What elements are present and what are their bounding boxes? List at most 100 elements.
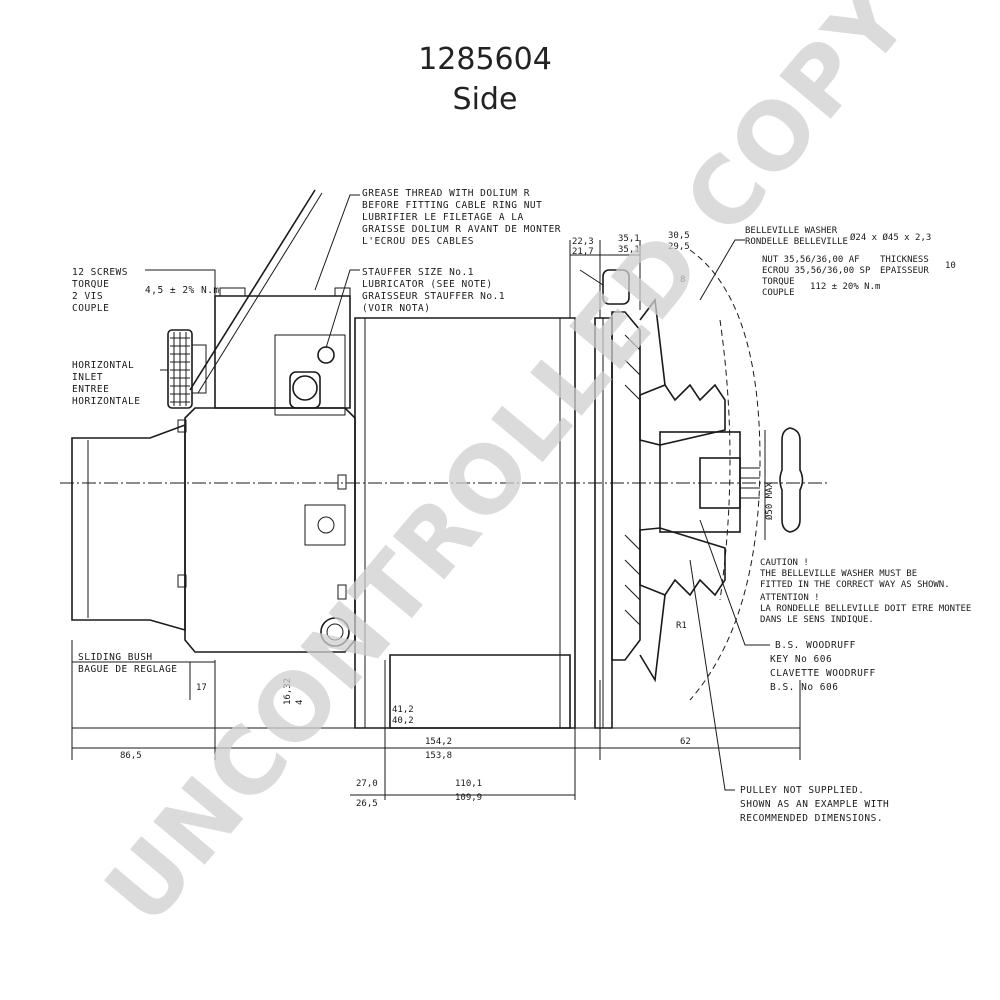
dim-value: Ø50 MAX <box>764 481 775 520</box>
note-grease: BEFORE FITTING CABLE RING NUT <box>362 200 542 211</box>
bottom-foot <box>389 654 571 729</box>
dim-value: 27,0 <box>356 779 378 789</box>
dim-value: 17 <box>196 683 207 693</box>
leader-pulley <box>689 559 735 791</box>
sliding-bush <box>320 617 350 647</box>
note-woodruff: B.S. WOODRUFF <box>775 640 856 651</box>
note-washer: RONDELLE BELLEVILLE <box>745 237 848 247</box>
note-thickness: THICKNESS <box>880 255 929 265</box>
note-inlet: HORIZONTALE <box>72 396 140 407</box>
note-thickness-value: 10 <box>945 261 956 271</box>
note-inlet: INLET <box>72 372 103 383</box>
title-block: 1285604 Side <box>0 40 970 120</box>
note-grease: GREASE THREAD WITH DOLIUM R <box>362 188 530 199</box>
dim-value: 41,2 <box>392 705 414 715</box>
note-stauffer: (VOIR NOTA) <box>362 303 430 314</box>
pulley-lower <box>639 527 726 597</box>
fan-disc <box>611 311 641 661</box>
dim-value: 109,9 <box>455 793 482 803</box>
note-thickness: EPAISSEUR <box>880 266 929 276</box>
note-caution: THE BELLEVILLE WASHER MUST BE <box>760 569 917 579</box>
stauffer-lubricator <box>289 371 321 409</box>
note-washer-spec: Ø24 x Ø45 x 2,3 <box>850 232 931 243</box>
bolt <box>177 574 187 588</box>
top-cap <box>602 269 630 305</box>
note-woodruff: CLAVETTE WOODRUFF <box>770 668 876 679</box>
note-washer: BELLEVILLE WASHER <box>745 226 838 236</box>
dim-value: 8 <box>680 275 685 285</box>
leader-stauffer <box>325 269 360 349</box>
dim-value: 86,5 <box>120 751 142 761</box>
note-caution: CAUTION ! <box>760 558 809 568</box>
knob-stem <box>191 344 207 394</box>
alternator-body <box>60 189 830 729</box>
dimension-lines <box>71 194 801 800</box>
dim-value: 154,2 <box>425 737 452 747</box>
plug-boss <box>304 504 346 546</box>
pulley-envelope-inner <box>719 319 731 601</box>
note-caution: FITTED IN THE CORRECT WAY AS SHOWN. <box>760 580 950 590</box>
dimension-values: 22,3 21,7 35,1 35,1 30,5 29,5 8 17 16,32… <box>120 231 775 809</box>
pulley-upper <box>639 383 726 446</box>
knob-knurl <box>170 332 190 406</box>
note-screws: TORQUE <box>72 279 109 290</box>
note-grease: LUBRIFIER LE FILETAGE A LA <box>362 212 524 223</box>
dim-value: 30,5 <box>668 231 690 241</box>
dim-value: 4 <box>295 700 305 705</box>
leader-cap <box>579 269 604 286</box>
sliding-bush-inner <box>326 623 344 641</box>
note-stauffer: STAUFFER SIZE No.1 <box>362 267 474 278</box>
leader-screws <box>145 269 216 296</box>
view-label: Side <box>452 82 518 117</box>
note-screws: COUPLE <box>72 303 109 314</box>
housing-lug <box>219 287 351 297</box>
leader-woodruff <box>699 519 770 646</box>
note-nut: ECROU 35,56/36,00 SP <box>762 266 871 276</box>
fan-hatch <box>624 334 641 626</box>
note-attention: DANS LE SENS INDIQUE. <box>760 615 874 625</box>
bolt <box>337 584 347 600</box>
note-nut: COUPLE <box>762 288 795 298</box>
support-rod-edge <box>197 192 323 394</box>
dim-value: 29,5 <box>668 242 690 252</box>
dim-value: 22,3 <box>572 237 594 247</box>
lubricator-boss <box>274 334 346 416</box>
pulley-web-lower <box>639 594 666 683</box>
washer-detail <box>779 427 804 533</box>
dim-value: 26,5 <box>356 799 378 809</box>
note-screws: 12 SCREWS <box>72 267 128 278</box>
dim-value: 35,1 <box>618 245 640 255</box>
note-sliding-bush: SLIDING BUSH <box>78 652 153 663</box>
lubricator-nipple <box>317 346 335 364</box>
bolt <box>177 419 187 433</box>
note-pulley: PULLEY NOT SUPPLIED. <box>740 785 864 796</box>
annotations: GREASE THREAD WITH DOLIUM R BEFORE FITTI… <box>72 188 971 824</box>
shaft-thread <box>740 467 760 499</box>
drawing-number: 1285604 <box>418 42 552 77</box>
bolt <box>337 474 347 490</box>
note-woodruff: B.S. No 606 <box>770 682 838 693</box>
dim-value: 21,7 <box>572 247 594 257</box>
support-rod <box>189 189 316 391</box>
note-sliding-bush: BAGUE DE REGLAGE <box>78 664 178 675</box>
note-nut-torque: 112 ± 20% N.m <box>810 282 880 292</box>
note-nut: TORQUE <box>762 277 795 287</box>
housing-top-bracket <box>214 295 351 409</box>
dim-value: R1 <box>676 621 687 631</box>
note-attention: LA RONDELLE BELLEVILLE DOIT ETRE MONTEE <box>760 604 971 614</box>
note-screws: 2 VIS <box>72 291 103 302</box>
dim-value: 35,1 <box>618 234 640 244</box>
note-woodruff: KEY No 606 <box>770 654 832 665</box>
dim-value: 153,8 <box>425 751 452 761</box>
note-pulley: SHOWN AS AN EXAMPLE WITH <box>740 799 889 810</box>
note-screws-torque: 4,5 ± 2% N.m <box>145 285 220 296</box>
note-pulley: RECOMMENDED DIMENSIONS. <box>740 813 883 824</box>
note-nut: NUT 35,56/36,00 AF <box>762 255 860 265</box>
note-inlet: ENTREE <box>72 384 109 395</box>
note-grease: L'ECROU DES CABLES <box>362 236 474 247</box>
note-grease: GRAISSE DOLIUM R AVANT DE MONTER <box>362 224 561 235</box>
lubricator-cap <box>292 375 318 401</box>
note-stauffer: LUBRICATOR (SEE NOTE) <box>362 279 493 290</box>
note-attention: ATTENTION ! <box>760 593 820 603</box>
